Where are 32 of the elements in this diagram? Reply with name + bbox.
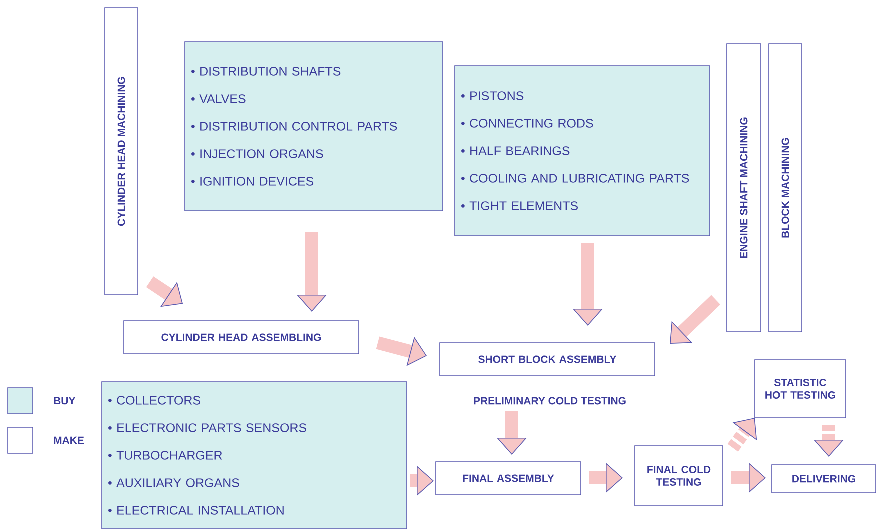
process-box: STATISTIC HOT TESTING	[754, 360, 846, 418]
parts-list-box	[454, 66, 710, 236]
list-item: • PISTONS	[462, 92, 524, 100]
list-item: • ELECTRONIC PARTS SENSORS	[108, 424, 306, 432]
list-item: • HALF BEARINGS	[462, 146, 570, 156]
list-item: • VALVES	[192, 94, 246, 104]
list-item: • COOLING AND LUBRICATING PARTS	[462, 174, 690, 183]
list-item: • COLLECTORS	[108, 396, 200, 405]
list-item: • TIGHT ELEMENTS	[462, 202, 578, 210]
step-label: PRELIMINARY COLD TESTING	[474, 397, 626, 405]
block-arrow	[670, 295, 720, 344]
legend-label: BUY	[54, 397, 76, 405]
process-column: ENGINE SHAFT MACHINING	[726, 44, 762, 332]
process-box: CYLINDER HEAD ASSEMBLING	[124, 320, 360, 354]
process-box: FINAL ASSEMBLY	[436, 462, 582, 496]
legend-label: MAKE	[54, 436, 84, 444]
parts-list-box	[102, 382, 408, 530]
parts-list-box	[184, 42, 444, 212]
list-item: • DISTRIBUTION SHAFTS	[192, 67, 341, 76]
process-box: SHORT BLOCK ASSEMBLY	[440, 342, 656, 376]
list-item: • ELECTRICAL INSTALLATION	[108, 506, 284, 515]
list-item: • INJECTION ORGANS	[192, 150, 324, 158]
block-arrow	[728, 418, 758, 452]
list-item: • AUXILIARY ORGANS	[108, 478, 240, 488]
list-item: • IGNITION DEVICES	[192, 177, 314, 186]
list-item: • DISTRIBUTION CONTROL PARTS	[192, 122, 398, 131]
list-item: • CONNECTING RODS	[462, 119, 594, 128]
process-column: CYLINDER HEAD MACHINING	[104, 8, 138, 296]
process-box: DELIVERING	[772, 464, 876, 494]
process-box: FINAL COLD TESTING	[634, 446, 724, 506]
process-column: BLOCK MACHINING	[768, 44, 802, 332]
list-item: • TURBOCHARGER	[108, 451, 222, 460]
